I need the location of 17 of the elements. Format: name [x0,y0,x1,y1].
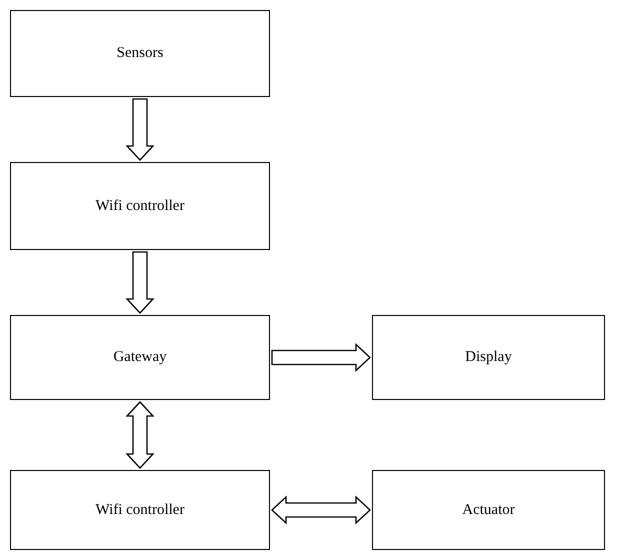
box-label: Sensors [116,44,164,64]
box-label: Actuator [462,500,515,520]
box-label: Display [465,348,512,368]
process-box [10,470,270,550]
process-box [10,10,270,97]
box-label: Gateway [113,348,167,368]
box-label: Wifi controller [96,500,184,520]
block-arrow [126,98,154,161]
process-box [10,162,270,250]
process-box [372,470,605,550]
block-arrow [126,401,154,469]
block-arrow [271,496,371,524]
process-box [10,315,270,400]
process-box [372,315,605,400]
block-arrow [126,251,154,314]
block-arrow [271,343,371,372]
box-label: Wifi controller [96,196,184,216]
